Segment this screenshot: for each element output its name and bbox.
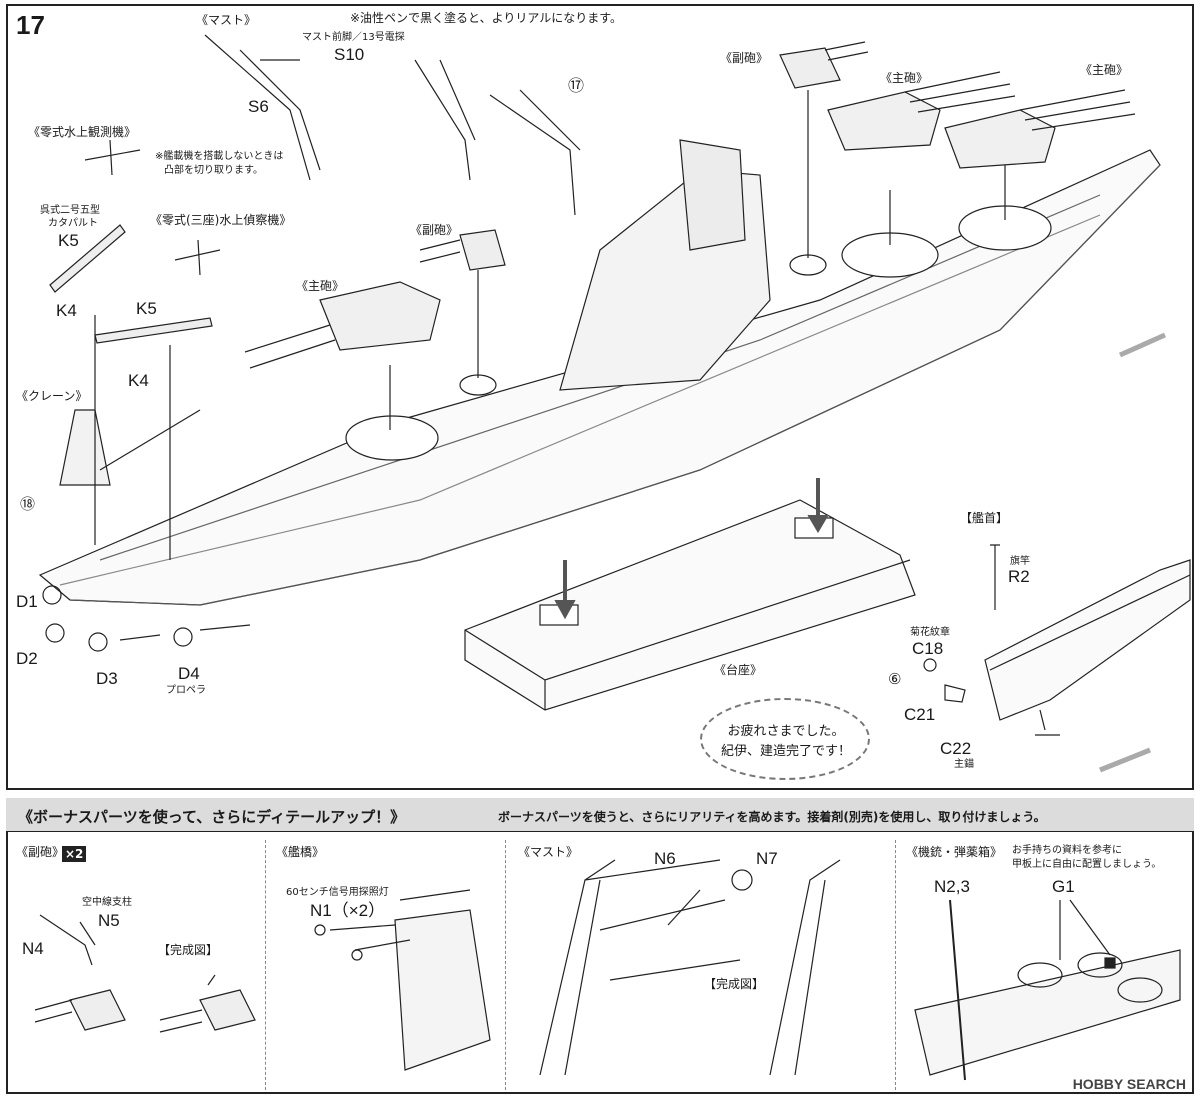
part-n7: N7 [756, 849, 778, 868]
part-c22: C22 [940, 739, 972, 758]
bonus-mast-title: 《マスト》 [518, 845, 579, 859]
secondary-gun-title-a: 《副砲》 [410, 223, 459, 237]
step-17-panel [6, 4, 1194, 790]
part-k5-b: K5 [136, 299, 157, 318]
part-g1: G1 [1052, 877, 1075, 896]
bonus-header-bar: 《ボーナスパーツを使って、さらにディテールアップ！》 ボーナスパーツを使うと、さ… [6, 798, 1194, 832]
completion-line-2: 紀伊、建造完了です！ [720, 744, 851, 759]
completion-line-1: お疲れさまでした。 [727, 724, 845, 739]
part-d4: D4 [178, 664, 200, 683]
complete-label-a: 【完成図】 [158, 943, 219, 957]
recon-plane-title: 《零式(三座)水上偵察機》 [150, 213, 292, 227]
bonus-secondary-title: 《副砲》 [16, 845, 65, 859]
searchlight-label: 60センチ信号用探照灯 [286, 887, 389, 898]
part-k4-a: K4 [56, 301, 77, 320]
bonus-divider-2 [505, 840, 506, 1090]
part-c18: C18 [912, 639, 944, 658]
watermark: HOBBY SEARCH [1072, 1076, 1186, 1092]
secondary-gun-title-b: 《副砲》 [720, 51, 769, 65]
part-d1: D1 [16, 592, 38, 611]
main-gun-title-c: 《主砲》 [1080, 63, 1129, 77]
oil-pen-note: ※油性ペンで黒く塗ると、よりリアルになります。 [350, 11, 623, 25]
mast-title: 《マスト》 [196, 13, 257, 27]
part-n2-3: N2,3 [934, 877, 970, 896]
bonus-guns-title: 《機銃・弾薬箱》 [906, 845, 1003, 859]
bonus-x2-badge: ×2 [62, 846, 87, 862]
bonus-bridge-title: 《艦橋》 [276, 845, 325, 859]
part-n4: N4 [22, 939, 44, 958]
part-d2: D2 [16, 649, 38, 668]
flagpole-label: 旗竿 [1010, 556, 1030, 567]
completion-message: お疲れさまでした。 紀伊、建造完了です！ [712, 722, 860, 762]
main-gun-title-a: 《主砲》 [296, 279, 345, 293]
main-gun-title-b: 《主砲》 [880, 71, 929, 85]
completion-bubble [700, 698, 870, 780]
remove-note-2: 凸部を切り取ります。 [164, 165, 263, 176]
part-s6: S6 [248, 97, 269, 116]
part-n6: N6 [654, 849, 676, 868]
step-number: 17 [16, 10, 45, 40]
mast-front-leg-label: マスト前脚／13号電探 [302, 32, 405, 43]
bonus-title: 《ボーナスパーツを使って、さらにディテールアップ！》 [18, 808, 406, 826]
part-s10: S10 [334, 45, 365, 64]
crane-title: 《クレーン》 [16, 389, 88, 403]
flag-18-marker: ⑱ [20, 495, 36, 513]
chrysanthemum-label: 菊花紋章 [910, 627, 950, 638]
bonus-divider-1 [265, 840, 266, 1090]
bonus-description: ボーナスパーツを使うと、さらにリアリティを高めます。接着剤(別売)を使用し、取り… [498, 810, 1046, 824]
bonus-divider-3 [895, 840, 896, 1090]
catapult-note-2: カタパルト [48, 218, 98, 229]
part-n5: N5 [98, 911, 120, 930]
complete-label-b: 【完成図】 [704, 977, 765, 991]
propeller-label: プロペラ [166, 685, 206, 696]
hint-line-2: 甲板上に自由に配置しましょう。 [1012, 859, 1162, 870]
zero-observer-title: 《零式水上観測機》 [28, 125, 137, 139]
support-label: 空中線支柱 [82, 897, 132, 908]
part-k4-b: K4 [128, 371, 149, 390]
part-n1: N1（×2） [310, 901, 386, 920]
anchor-label: 主錨 [954, 759, 974, 770]
bow-title: 【艦首】 [960, 511, 1009, 525]
remove-note-1: ※艦載機を搭載しないときは [155, 151, 284, 162]
flag-17-marker: ⑰ [568, 76, 585, 95]
part-c21: C21 [904, 705, 936, 724]
circ-6-marker: ⑥ [888, 670, 902, 688]
stand-title: 《台座》 [714, 663, 763, 677]
part-k5-a: K5 [58, 231, 79, 250]
part-r2: R2 [1008, 567, 1030, 586]
catapult-note-1: 呉式二号五型 [40, 205, 100, 216]
hint-line-1: お手持ちの資料を参考に [1012, 845, 1122, 856]
part-d3: D3 [96, 669, 118, 688]
